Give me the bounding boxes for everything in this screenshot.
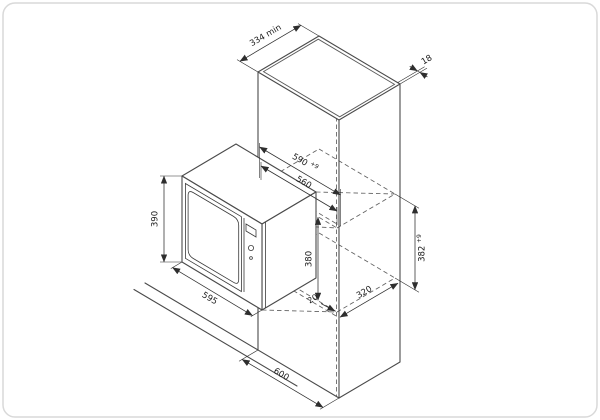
extension-line	[170, 261, 183, 269]
arrow-line	[419, 71, 428, 79]
niche-depth-top-right	[336, 193, 396, 229]
extension-line	[297, 23, 320, 37]
dimension-line	[339, 282, 399, 318]
dimension-niche-height: 380	[305, 216, 322, 301]
dim-tolerance: +9	[309, 160, 320, 171]
dim-label-oven-width: 595	[200, 290, 219, 307]
dimension-edge-gap: 20	[306, 292, 336, 312]
extension-line	[397, 66, 425, 83]
dim-value: 590	[290, 152, 309, 169]
dimension-line	[417, 70, 420, 73]
niche-back-bottom-edge	[318, 232, 396, 279]
leader-line	[320, 303, 336, 312]
dim-label-interior-width: 590 +9	[290, 151, 320, 175]
dimension-line	[260, 165, 338, 212]
dimension-panel-thickness: 18	[397, 53, 434, 85]
extension-line	[394, 193, 420, 209]
dim-label-oven-height: 390	[151, 211, 161, 227]
niche-back-top-edge	[318, 148, 396, 195]
cabinet-top-face	[257, 35, 401, 121]
control-panel-knob	[247, 244, 254, 251]
arrow-line	[409, 64, 418, 72]
cabinet-bottom-right-edge	[338, 361, 401, 399]
extension-line	[236, 59, 259, 73]
dimension-install-height: 382 +9	[394, 193, 428, 293]
dimension-oven-height: 390	[151, 175, 182, 263]
dim-label-edge-gap: 20	[306, 292, 319, 305]
dimension-line	[241, 359, 324, 408]
control-panel-button	[249, 256, 253, 260]
extension-line	[394, 277, 420, 293]
dimension-line	[239, 24, 302, 62]
dim-label-install-height: 382 +9	[416, 234, 428, 262]
extension-line	[238, 349, 259, 362]
dim-label-panel-thickness: 18	[420, 53, 434, 67]
control-panel-display	[245, 223, 257, 238]
dimension-line	[172, 267, 253, 316]
dimension-cabinet-width: 600	[238, 349, 340, 410]
insert-guide-back	[315, 191, 396, 195]
dim-value: 382	[418, 246, 428, 262]
dim-label-top-depth: 334 min	[248, 23, 283, 49]
extension-line	[399, 67, 428, 85]
dim-tolerance: +9	[416, 234, 423, 243]
dim-label-niche-height: 380	[305, 251, 315, 267]
insert-guide-bottom	[261, 309, 338, 313]
dimension-niche-depth: 320	[339, 282, 399, 318]
